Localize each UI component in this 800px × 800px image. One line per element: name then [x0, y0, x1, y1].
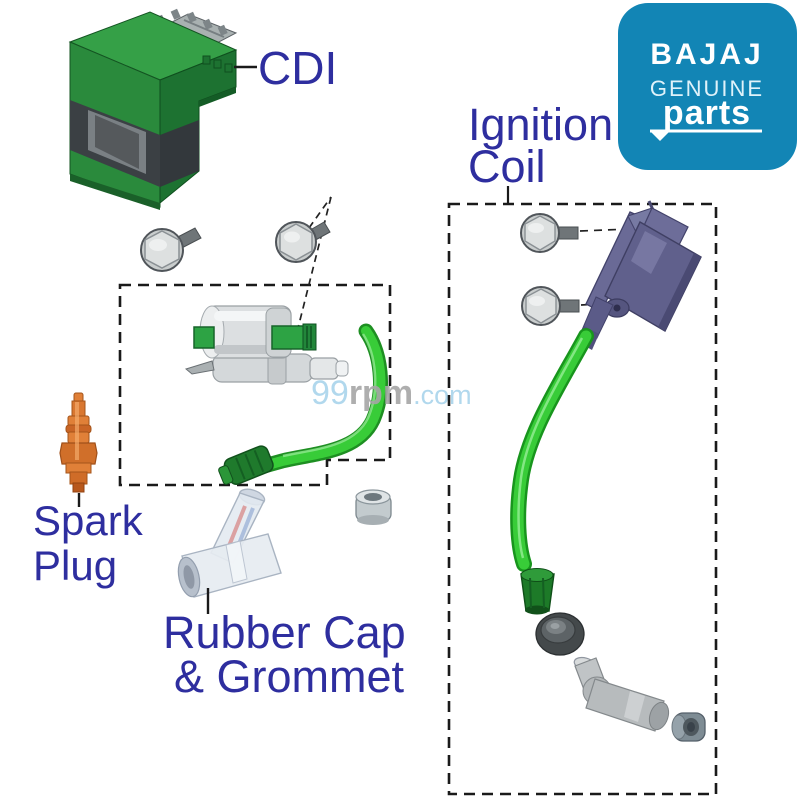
spark-label-line1: Spark — [33, 497, 144, 544]
watermark: 99rpm.com — [311, 374, 472, 412]
mounting-bolt-right — [275, 221, 331, 263]
ignition-coil-label: Ignition Coil — [468, 99, 613, 204]
bolt-pointer-dashes — [294, 196, 332, 341]
ignition-label-line2: Coil — [468, 141, 546, 192]
watermark-prefix: 99 — [311, 374, 349, 412]
coil-assembly-dashed-box — [118, 283, 392, 487]
rubber-cap — [177, 488, 282, 614]
coil-bracket-right — [271, 325, 306, 350]
coil-bolt-bottom — [521, 286, 618, 326]
cdi-body — [68, 11, 238, 210]
cable-cap-right — [520, 568, 555, 615]
logo-background — [618, 3, 797, 170]
ignition-label-line1: Ignition — [468, 99, 613, 150]
rubber-cap-label: Rubber Cap & Grommet — [163, 607, 406, 702]
bajaj-logo: BAJAJ GENUINE parts — [618, 3, 797, 170]
logo-parts-text: parts — [663, 94, 751, 132]
ignition-coil-dashed-box — [447, 202, 718, 796]
logo-genuine-text: GENUINE — [650, 76, 764, 101]
spark-label-line2: Plug — [33, 542, 117, 589]
plug-cap-elbow — [573, 656, 670, 732]
grommet-small — [355, 489, 392, 525]
spark-plug-label: Spark Plug — [33, 497, 144, 589]
logo-arrow-icon — [651, 132, 669, 141]
ignition-coil-middle — [184, 305, 349, 385]
watermark-mid: rpm — [349, 374, 413, 412]
plug-cap-insert — [671, 712, 706, 742]
cdi-label: CDI — [258, 42, 337, 94]
rubber-label-line1: Rubber Cap — [163, 607, 406, 658]
ht-cable-middle — [256, 323, 388, 474]
spark-plug — [59, 392, 98, 507]
grommet-ring — [535, 612, 585, 656]
ignition-coil-right — [578, 200, 702, 350]
coil-bracket-left — [193, 326, 215, 349]
cdi-unit — [68, 8, 257, 210]
ht-cable-right — [510, 328, 594, 572]
logo-brand-text: BAJAJ — [650, 38, 763, 71]
mounting-bolt-left — [140, 227, 202, 272]
rubber-label-line2: & Grommet — [174, 651, 405, 702]
watermark-suffix: .com — [413, 380, 472, 410]
cable-connector-middle — [218, 445, 274, 485]
